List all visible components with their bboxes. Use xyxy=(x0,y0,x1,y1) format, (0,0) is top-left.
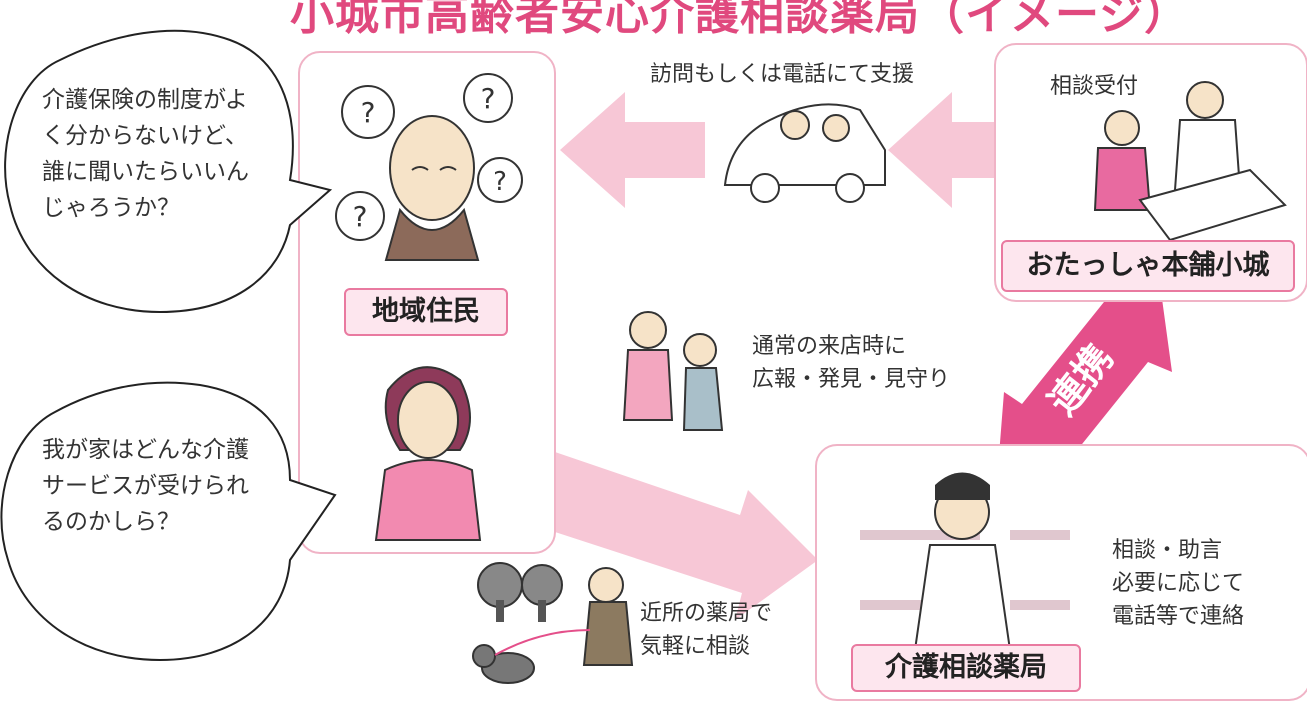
tree-icon xyxy=(477,562,563,622)
speech-bubble-top xyxy=(4,29,333,314)
speech-bubble-bottom xyxy=(0,381,337,662)
elderly-man-illustration: ? ? ? ? xyxy=(335,73,523,261)
question-icon: ? xyxy=(335,191,385,241)
page-title: 小城市高齢者安心介護相談薬局（イメージ） xyxy=(290,0,1190,40)
arrow-to-residents xyxy=(560,92,705,208)
man-with-dog-illustration xyxy=(472,567,634,684)
speech-text-top: 介護保険の制度がよ く分からないけど、 誰に聞いたらいいん じゃろうか？ xyxy=(42,87,249,221)
speech-text-bottom: 我が家はどんな介護 サービスが受けられ るのかしら？ xyxy=(42,437,249,535)
svg-text:?: ? xyxy=(493,167,507,197)
cooperation-arrow xyxy=(998,280,1172,486)
caption-advice: 相談・助言 必要に応じて 電話等で連絡 xyxy=(1112,538,1245,629)
woman-illustration xyxy=(374,366,482,541)
pharmacist-illustration xyxy=(860,472,1070,651)
otassha-label: おたっしゃ本舗小城 xyxy=(1001,240,1295,292)
arrow-to-car xyxy=(888,92,1000,208)
question-icon: ? xyxy=(341,85,395,139)
svg-text:?: ? xyxy=(353,200,368,233)
consultation-illustration xyxy=(1093,81,1287,242)
caregiver-and-elder-illustration xyxy=(622,311,724,431)
car-icon xyxy=(723,103,886,203)
svg-text:?: ? xyxy=(481,82,496,115)
caption-visit: 訪問もしくは電話にて支援 xyxy=(650,62,915,87)
caption-store: 通常の来店時に 広報・発見・見守り xyxy=(752,334,951,392)
arrow-to-pharmacy xyxy=(555,452,818,620)
caption-consult-reception: 相談受付 xyxy=(1050,74,1139,99)
pharmacy-label: 介護相談薬局 xyxy=(851,644,1081,692)
dog-icon xyxy=(472,644,535,684)
question-icon: ? xyxy=(463,73,513,123)
residents-label: 地域住民 xyxy=(344,288,508,336)
question-icon: ? xyxy=(477,157,523,203)
svg-text:?: ? xyxy=(361,96,376,129)
caption-nearby: 近所の薬局で 気軽に相談 xyxy=(640,601,773,659)
